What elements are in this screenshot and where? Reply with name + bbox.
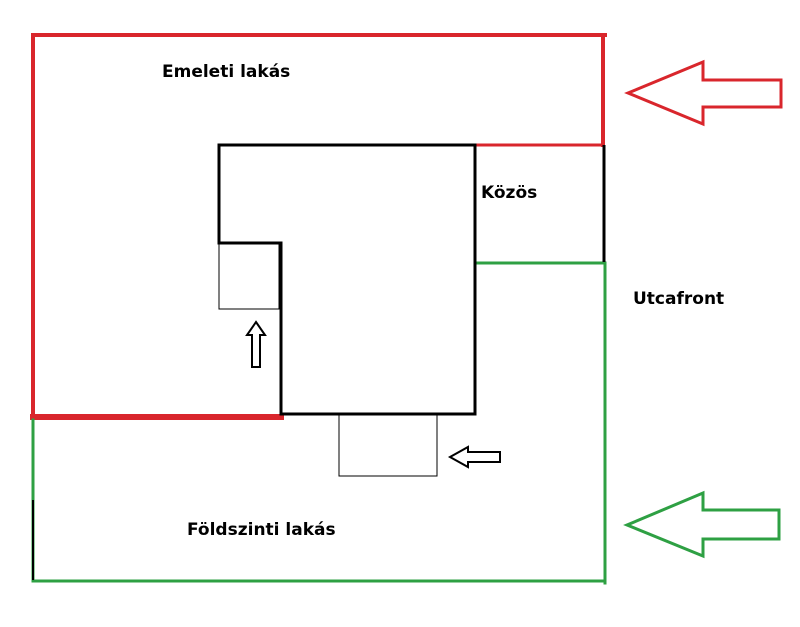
common-area-label: Közös (481, 183, 538, 203)
upper-flat-boundary (30, 33, 607, 420)
arrow-left-icon (447, 445, 501, 469)
street-front-label: Utcafront (633, 289, 725, 309)
upper-flat-label: Emeleti lakás (162, 62, 291, 82)
building-outline (32, 143, 606, 580)
arrow-up-icon (245, 320, 267, 368)
front-annex-box (338, 413, 438, 477)
arrow-left-icon (624, 59, 783, 127)
ground-flat-label: Földszinti lakás (187, 520, 336, 540)
building-main-outline (217, 143, 477, 416)
arrow-left-icon (623, 490, 781, 559)
side-annex-box (218, 242, 280, 310)
